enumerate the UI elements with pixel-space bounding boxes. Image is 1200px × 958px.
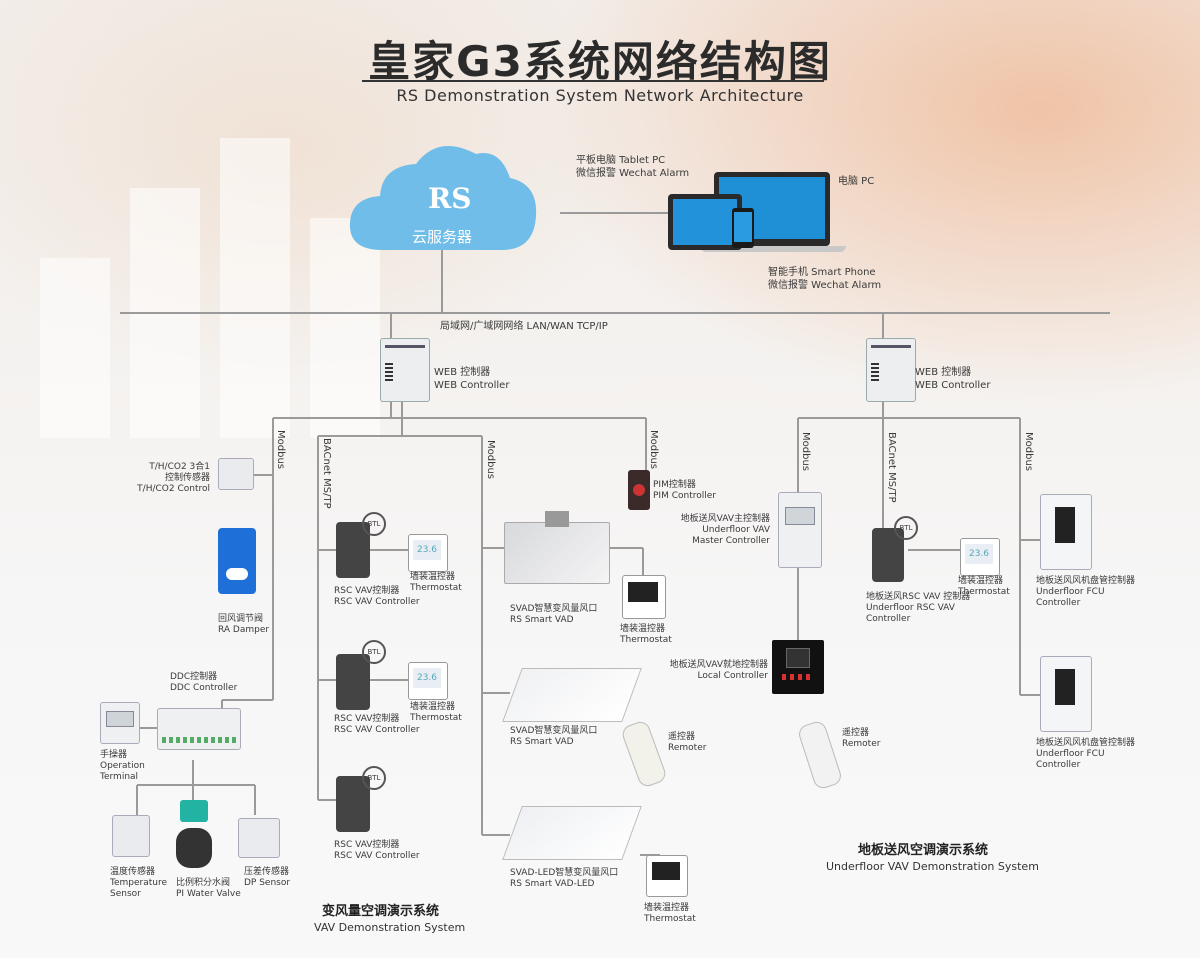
th-sensor-device [218, 458, 254, 490]
underfloor-fcu-2-device [1040, 656, 1092, 732]
rsc-vav-controller-2-device [336, 654, 370, 710]
protocol-modbus-3: Modbus [648, 430, 659, 469]
operation-terminal-device [100, 702, 140, 744]
svg-text:RS: RS [428, 182, 472, 215]
protocol-modbus-4: Modbus [800, 432, 811, 471]
led-thermostat-device [646, 855, 688, 897]
underfloor-fcu-1-device [1040, 494, 1092, 570]
phone-device [732, 208, 754, 248]
btl-badge-2: BTL [362, 640, 386, 664]
underfloor-system-subtitle: Underfloor VAV Demonstration System [826, 860, 1039, 873]
title-underline [362, 80, 824, 82]
pc-base [700, 246, 846, 252]
underfloor-local-device [772, 640, 824, 694]
page-subtitle: RS Demonstration System Network Architec… [396, 86, 804, 105]
network-label: 局域网/广域网网络 LAN/WAN TCP/IP [440, 321, 608, 332]
protocol-modbus-2: Modbus [485, 440, 496, 479]
web-controller-left [380, 338, 430, 402]
pc-label: 电脑 PC [838, 176, 875, 187]
underfloor-master-device [778, 492, 822, 568]
vav-system-title: 变风量空调演示系统 [322, 904, 440, 919]
page-title: 皇家G3系统网络结构图 [368, 37, 832, 86]
web-controller-right [866, 338, 916, 402]
svad-led-vent [502, 806, 642, 860]
protocol-bacnet-2: BACnet MS/TP [886, 432, 897, 503]
thermostat-1-device: 23.6 [408, 534, 448, 572]
pim-controller-device [628, 470, 650, 510]
cloud-icon: RS [349, 146, 537, 250]
btl-badge-1: BTL [362, 512, 386, 536]
underfloor-thermostat-device: 23.6 [960, 538, 1000, 576]
dp-sensor-device [238, 818, 280, 858]
ra-damper-device [218, 528, 256, 594]
water-valve-body [176, 828, 212, 868]
temperature-sensor-device [112, 815, 150, 857]
protocol-modbus-1: Modbus [275, 430, 286, 469]
water-valve-actuator [180, 800, 208, 822]
cloud-label: 云服务器 [411, 228, 472, 246]
ddc-controller-device [157, 708, 241, 750]
btl-badge-4: BTL [894, 516, 918, 540]
btl-badge-3: BTL [362, 766, 386, 790]
svad-thermostat-device [622, 575, 666, 619]
thermostat-2-device: 23.6 [408, 662, 448, 700]
cloud-server: RS 云服务器 [342, 138, 542, 258]
protocol-bacnet-1: BACnet MS/TP [321, 438, 332, 509]
vav-system-subtitle: VAV Demonstration System [314, 921, 466, 934]
underfloor-system-title: 地板送风空调演示系统 [858, 843, 989, 858]
svad-vent-1 [504, 511, 610, 584]
tablet-device [668, 194, 742, 250]
svad-vent-2 [502, 668, 642, 722]
protocol-modbus-5: Modbus [1023, 432, 1034, 471]
